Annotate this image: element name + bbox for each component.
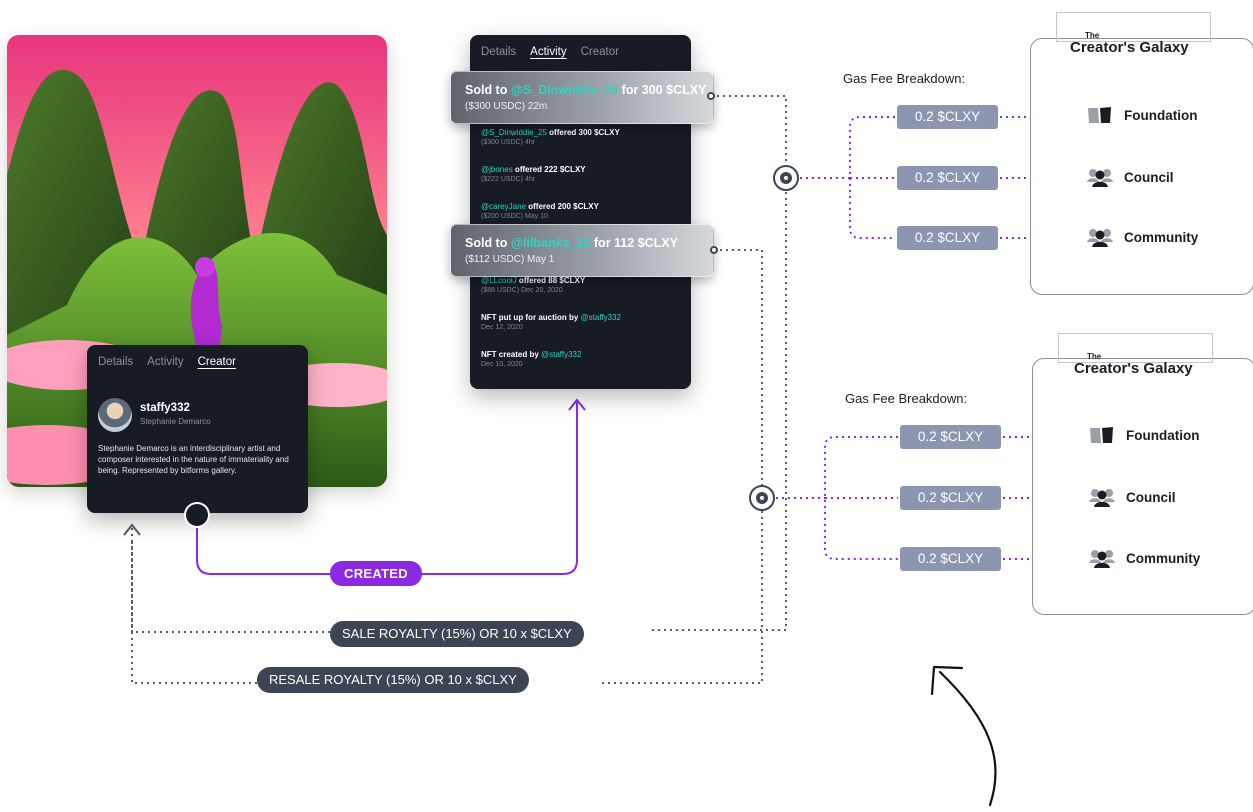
resale-royalty-connector <box>714 249 763 485</box>
activity-handle[interactable]: @jbones <box>481 165 513 174</box>
sold-sub: ($112 USDC) May 1 <box>465 254 555 265</box>
activity-item: @S_Dinwiddie_25 offered 300 $CLXY ($300 … <box>481 128 620 146</box>
tab-activity[interactable]: Activity <box>530 46 567 58</box>
activity-sub: ($300 USDC) 4hr <box>481 139 536 146</box>
sold-amount: for 300 $CLXY <box>618 83 707 97</box>
destination-foundation[interactable]: Foundation <box>1086 105 1197 125</box>
sold-buyer-handle[interactable]: @lilbanks_22 <box>510 236 591 250</box>
sold-amount: for 112 $CLXY <box>590 236 678 250</box>
destination-council[interactable]: Council <box>1088 486 1176 508</box>
destination-label: Foundation <box>1124 107 1198 123</box>
creator-name: Stephanie Demarco <box>140 417 211 426</box>
activity-text: NFT put up for auction by <box>481 313 581 322</box>
activity-item: NFT put up for auction by @staffy332 Dec… <box>481 313 621 331</box>
created-arrowhead <box>568 398 586 411</box>
tab-creator[interactable]: Creator <box>197 356 236 368</box>
tab-creator[interactable]: Creator <box>580 46 619 58</box>
created-node <box>184 502 210 528</box>
split-node-top <box>773 165 799 191</box>
destination-foundation[interactable]: Foundation <box>1088 425 1199 445</box>
fee-amount-community: 0.2 $CLXY <box>900 547 1001 571</box>
destination-community[interactable]: Community <box>1088 547 1200 569</box>
activity-sub: Dec 10, 2020 <box>481 361 523 368</box>
galaxy-logo: Creator's Galaxy <box>1074 360 1193 377</box>
created-label: CREATED <box>330 561 422 586</box>
sold-prefix: Sold to <box>465 83 511 97</box>
destination-label: Council <box>1126 489 1176 505</box>
activity-card-tabs: Details Activity Creator <box>481 46 619 58</box>
creator-card: Details Activity Creator staffy332 Steph… <box>87 345 308 513</box>
tab-details[interactable]: Details <box>481 46 517 58</box>
activity-item: NFT created by @staffy332 Dec 10, 2020 <box>481 350 581 368</box>
activity-handle[interactable]: @careyJane <box>481 202 527 211</box>
activity-text: offered 222 $CLXY <box>512 165 586 174</box>
galaxy-logo: Creator's Galaxy <box>1070 39 1189 56</box>
group-icon <box>1088 486 1116 508</box>
galaxy-logo-frame <box>1058 333 1213 363</box>
fee-breakdown-title: Gas Fee Breakdown: <box>845 391 968 406</box>
sold-mid-node <box>710 246 718 254</box>
tab-details[interactable]: Details <box>98 356 134 368</box>
activity-item: @careyJane offered 200 $CLXY ($200 USDC)… <box>481 202 599 220</box>
sale-royalty-connector <box>711 95 787 178</box>
activity-handle[interactable]: @S_Dinwiddie_25 <box>481 128 547 137</box>
activity-sub: Dec 12, 2020 <box>481 324 523 331</box>
sale-royalty-label: SALE ROYALTY (15%) OR 10 x $CLXY <box>330 621 584 647</box>
galaxy-panel-bottom <box>1032 358 1253 615</box>
activity-item: @jbones offered 222 $CLXY ($222 USDC) 4h… <box>481 165 586 183</box>
activity-sub: ($88 USDC) Dec 20, 2020 <box>481 287 563 294</box>
activity-text: offered 88 $CLXY <box>516 276 586 285</box>
avatar[interactable] <box>98 398 132 432</box>
sold-notification-top[interactable]: Sold to @S_Dinwiddie_25 for 300 $CLXY ($… <box>450 71 714 124</box>
activity-handle[interactable]: @staffy332 <box>541 350 582 359</box>
galaxy-logo-the: The <box>1085 31 1100 40</box>
creator-bio: Stephanie Demarco is an interdisciplinar… <box>98 444 289 475</box>
sold-notification-mid[interactable]: Sold to @lilbanks_22 for 112 $CLXY ($112… <box>450 224 714 277</box>
fee-amount-council: 0.2 $CLXY <box>897 166 998 190</box>
resale-royalty-label: RESALE ROYALTY (15%) OR 10 x $CLXY <box>257 667 529 693</box>
destination-label: Council <box>1124 169 1174 185</box>
fee-breakdown-title: Gas Fee Breakdown: <box>843 71 966 86</box>
split-node-bottom <box>749 485 775 511</box>
galaxy-logo-frame <box>1056 12 1211 42</box>
sold-prefix: Sold to <box>465 236 511 250</box>
book-icon <box>1086 105 1114 125</box>
destination-label: Community <box>1126 550 1201 566</box>
royalty-arrowhead <box>123 523 141 536</box>
sold-top-node <box>707 92 715 100</box>
group-icon <box>1086 166 1114 188</box>
creator-handle[interactable]: staffy332 <box>140 402 190 414</box>
book-icon <box>1088 425 1116 445</box>
destination-community[interactable]: Community <box>1086 226 1198 248</box>
activity-text: offered 300 $CLXY <box>546 128 620 137</box>
fee-amount-council: 0.2 $CLXY <box>900 486 1001 510</box>
activity-handle[interactable]: @LLcoolJ <box>481 276 517 285</box>
fee-amount-community: 0.2 $CLXY <box>897 226 998 250</box>
activity-sub: ($222 USDC) 4hr <box>481 176 536 183</box>
fee-amount-foundation: 0.2 $CLXY <box>897 105 998 129</box>
activity-text: offered 200 $CLXY <box>526 202 599 211</box>
activity-sub: ($200 USDC) May 10 <box>481 213 548 220</box>
tab-activity[interactable]: Activity <box>147 356 184 368</box>
destination-label: Foundation <box>1126 427 1200 443</box>
hand-drawn-arrow <box>938 670 997 807</box>
sold-sub: ($300 USDC) 22m <box>465 101 548 112</box>
galaxy-panel-top <box>1030 38 1253 295</box>
galaxy-logo-the: The <box>1087 352 1102 361</box>
creator-card-tabs: Details Activity Creator <box>98 356 236 368</box>
destination-council[interactable]: Council <box>1086 166 1174 188</box>
activity-handle[interactable]: @staffy332 <box>580 313 621 322</box>
activity-text: NFT created by <box>481 350 542 359</box>
destination-label: Community <box>1124 229 1199 245</box>
activity-item: @LLcoolJ offered 88 $CLXY ($88 USDC) Dec… <box>481 276 585 294</box>
fee-amount-foundation: 0.2 $CLXY <box>900 425 1001 449</box>
sold-buyer-handle[interactable]: @S_Dinwiddie_25 <box>510 83 619 97</box>
group-icon <box>1088 547 1116 569</box>
group-icon <box>1086 226 1114 248</box>
